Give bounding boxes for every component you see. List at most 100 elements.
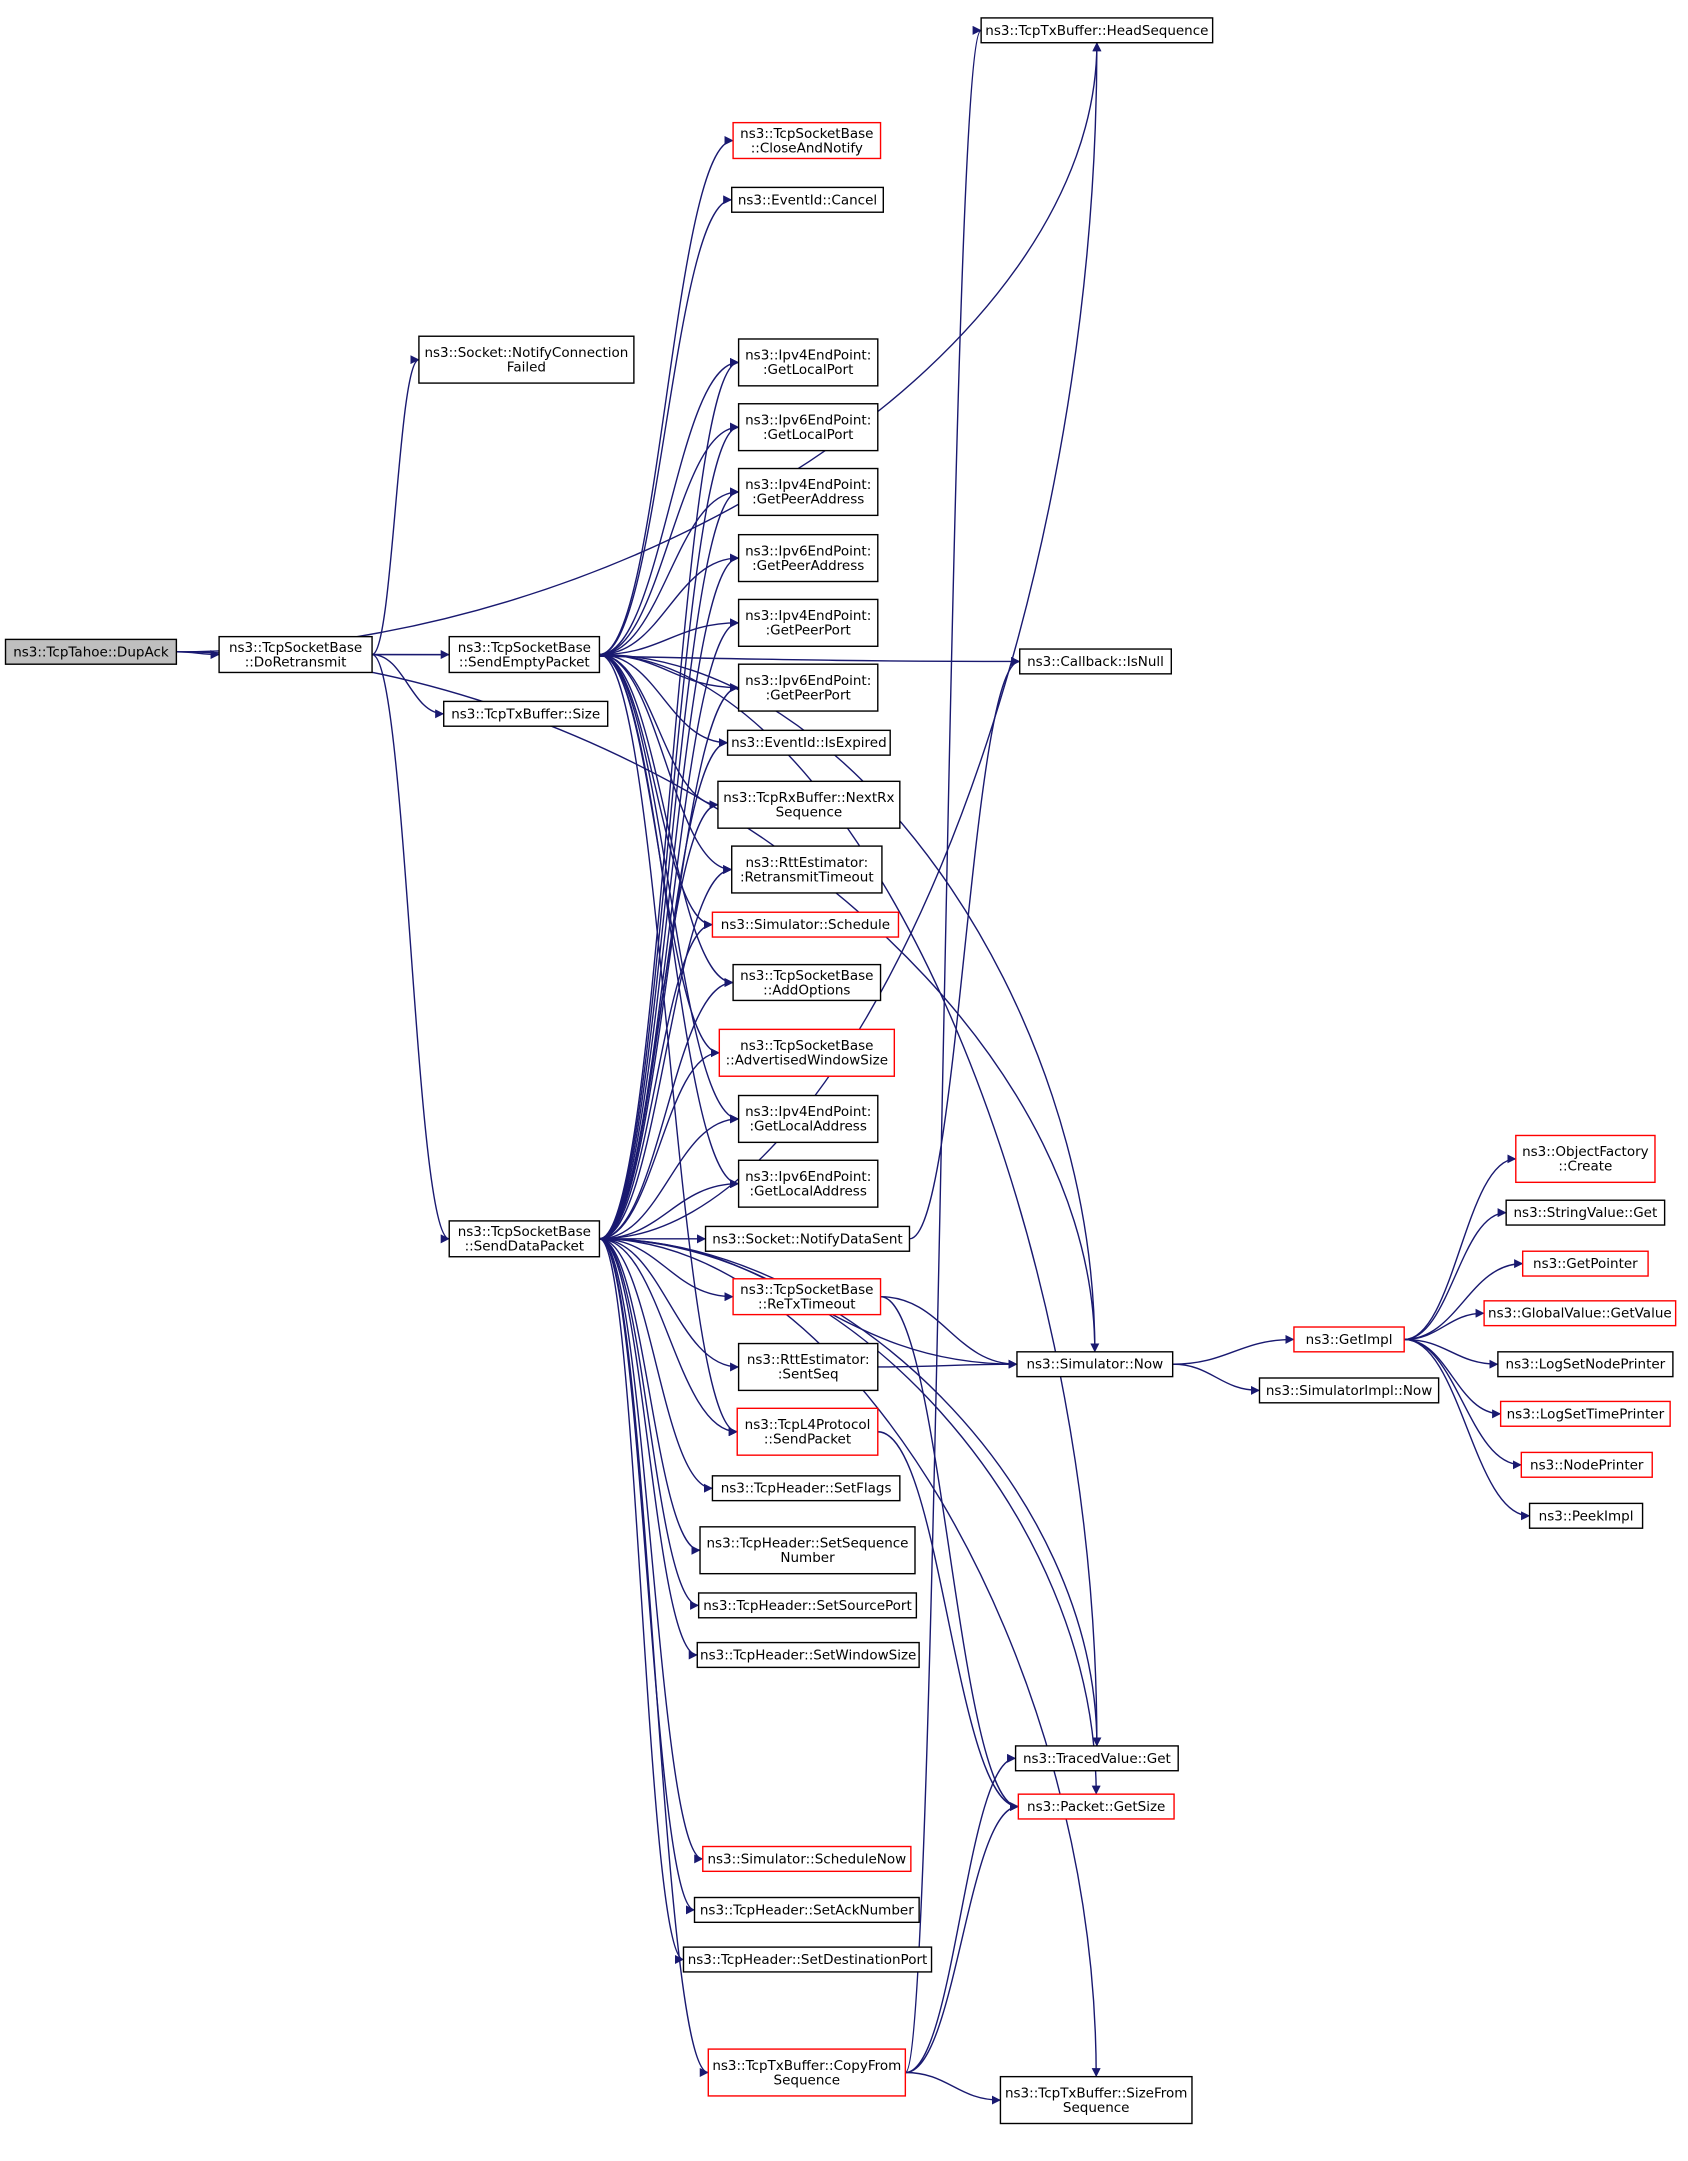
node-doretransmit[interactable]: ns3::TcpSocketBase::DoRetransmit — [218, 635, 373, 674]
node-peekimpl[interactable]: ns3::PeekImpl — [1528, 1502, 1644, 1529]
node-strvalget[interactable]: ns3::StringValue::Get — [1505, 1199, 1666, 1226]
edge-senddata-to-ip6localport — [599, 422, 740, 1240]
node-retxto[interactable]: ns3::TcpSocketBase::ReTxTimeout — [732, 1278, 882, 1316]
node-eventcancel-box — [731, 186, 884, 213]
node-txsize[interactable]: ns3::TcpTxBuffer::Size — [443, 700, 609, 727]
node-sentseq-box — [737, 1342, 879, 1392]
node-ip6peeraddr[interactable]: ns3::Ipv6EndPoint::GetPeerAddress — [737, 533, 879, 583]
node-getimpl[interactable]: ns3::GetImpl — [1293, 1326, 1405, 1353]
node-simnow[interactable]: ns3::Simulator::Now — [1016, 1351, 1174, 1378]
node-notifyconnfailed-label-line: Failed — [507, 359, 546, 375]
node-senddata-box — [448, 1220, 601, 1258]
node-notifydatasent-label-line: ns3::Socket::NotifyDataSent — [712, 1231, 902, 1247]
node-lognodeprinter[interactable]: ns3::LogSetNodePrinter — [1497, 1351, 1674, 1378]
edge-sendempty-to-ip4localaddr — [599, 653, 740, 1124]
edge-sendempty-to-schedule — [599, 653, 713, 930]
node-schedule[interactable]: ns3::Simulator::Schedule — [711, 911, 900, 938]
node-addoptions-box — [732, 963, 882, 1002]
node-strvalget-box — [1505, 1199, 1666, 1226]
edge-senddata-to-ip6peeraddr — [599, 553, 740, 1240]
node-getpointer[interactable]: ns3::GetPointer — [1521, 1250, 1649, 1277]
node-notifyconnfailed-label-line: ns3::Socket::NotifyConnection — [424, 345, 628, 361]
edge-senddata-to-sentseq — [599, 1238, 740, 1372]
node-nodeprinter-label-line: ns3::NodePrinter — [1530, 1457, 1644, 1473]
node-objfactory-label-line: ::Create — [1558, 1159, 1612, 1175]
edge-sendempty-to-retxtimeout — [599, 653, 733, 874]
node-isnull-box — [1019, 648, 1172, 675]
node-sentseq-label-line: :SentSeq — [778, 1367, 839, 1383]
node-ip6localport[interactable]: ns3::Ipv6EndPoint::GetLocalPort — [737, 403, 879, 452]
edge-senddata-to-addoptions — [599, 978, 734, 1240]
node-ip4localport-box — [737, 338, 879, 387]
node-setseqnum-label-line: Number — [780, 1550, 835, 1566]
node-dupack[interactable]: ns3::TcpTahoe::DupAck — [4, 638, 178, 665]
node-ip6peerport[interactable]: ns3::Ipv6EndPoint::GetPeerPort — [737, 663, 879, 712]
node-ip6peerport-label-line: :GetPeerPort — [766, 687, 851, 703]
node-notifyconnfailed-box — [418, 335, 635, 384]
node-getpointer-label-line: ns3::GetPointer — [1533, 1256, 1638, 1272]
node-senddata[interactable]: ns3::TcpSocketBase::SendDataPacket — [448, 1220, 601, 1258]
edge-sendempty-to-ip4localport — [599, 357, 740, 656]
node-advwin-box — [718, 1028, 896, 1077]
node-schednow[interactable]: ns3::Simulator::ScheduleNow — [702, 1845, 912, 1873]
node-ip4peerport[interactable]: ns3::Ipv4EndPoint::GetPeerPort — [737, 598, 879, 647]
node-isexpired[interactable]: ns3::EventId::IsExpired — [726, 729, 891, 756]
node-tracedget[interactable]: ns3::TracedValue::Get — [1014, 1745, 1179, 1772]
node-setseqnum-box — [699, 1526, 916, 1575]
node-sendempty[interactable]: ns3::TcpSocketBase::SendEmptyPacket — [448, 635, 601, 674]
edge-senddata-to-setdstport — [599, 1238, 684, 1964]
node-ip6localaddr[interactable]: ns3::Ipv6EndPoint::GetLocalAddress — [737, 1159, 879, 1208]
node-setsrcport[interactable]: ns3::TcpHeader::SetSourcePort — [697, 1592, 918, 1619]
node-schedule-box — [711, 911, 900, 938]
node-advwin[interactable]: ns3::TcpSocketBase::AdvertisedWindowSize — [718, 1028, 896, 1077]
edge-l4send-to-pktsize — [877, 1431, 1019, 1812]
edge-sendempty-to-ip6localaddr — [599, 653, 740, 1189]
node-ip4localaddr[interactable]: ns3::Ipv4EndPoint::GetLocalAddress — [737, 1094, 879, 1144]
node-setwinsize[interactable]: ns3::TcpHeader::SetWindowSize — [696, 1641, 920, 1669]
node-notifydatasent[interactable]: ns3::Socket::NotifyDataSent — [704, 1225, 911, 1252]
edge-senddata-to-schednow — [599, 1238, 704, 1864]
node-logtimeprinter[interactable]: ns3::LogSetTimePrinter — [1499, 1400, 1671, 1427]
node-objfactory[interactable]: ns3::ObjectFactory::Create — [1515, 1134, 1656, 1184]
node-sendempty-label-line: ::SendEmptyPacket — [459, 654, 590, 670]
node-setdstport[interactable]: ns3::TcpHeader::SetDestinationPort — [682, 1946, 933, 1973]
node-isnull[interactable]: ns3::Callback::IsNull — [1019, 648, 1172, 675]
node-pktsize[interactable]: ns3::Packet::GetSize — [1017, 1793, 1175, 1820]
node-lognodeprinter-label-line: ns3::LogSetNodePrinter — [1506, 1357, 1666, 1373]
node-globalval[interactable]: ns3::GlobalValue::GetValue — [1483, 1300, 1677, 1327]
node-addoptions[interactable]: ns3::TcpSocketBase::AddOptions — [732, 963, 882, 1002]
node-headseq[interactable]: ns3::TcpTxBuffer::HeadSequence — [980, 17, 1214, 44]
node-setacknum-box — [693, 1896, 920, 1924]
node-retxtimeout[interactable]: ns3::RttEstimator::RetransmitTimeout — [731, 845, 883, 894]
node-sendempty-box — [448, 635, 601, 674]
node-ip6localaddr-box — [737, 1159, 879, 1208]
node-nodeprinter[interactable]: ns3::NodePrinter — [1520, 1451, 1653, 1478]
node-retxto-label-line: ns3::TcpSocketBase — [740, 1282, 873, 1298]
edge-sendempty-to-simnow — [599, 653, 1100, 1353]
node-implnow[interactable]: ns3::SimulatorImpl::Now — [1258, 1377, 1440, 1404]
node-closenotify[interactable]: ns3::TcpSocketBase::CloseAndNotify — [732, 121, 882, 160]
node-ip4peeraddr-label-line: :GetPeerAddress — [752, 492, 864, 508]
node-setacknum[interactable]: ns3::TcpHeader::SetAckNumber — [693, 1896, 920, 1924]
node-eventcancel[interactable]: ns3::EventId::Cancel — [731, 186, 884, 213]
node-nextrx-box — [717, 780, 901, 829]
edge-senddata-to-schedule — [599, 920, 713, 1240]
node-ip4peeraddr[interactable]: ns3::Ipv4EndPoint::GetPeerAddress — [737, 467, 879, 517]
node-isnull-label-line: ns3::Callback::IsNull — [1027, 654, 1164, 670]
edge-sendempty-to-ip6peeraddr — [599, 553, 740, 656]
node-l4send[interactable]: ns3::TcpL4Protocol::SendPacket — [736, 1407, 879, 1456]
node-ip6peerport-box — [737, 663, 879, 712]
node-ip4localport[interactable]: ns3::Ipv4EndPoint::GetLocalPort — [737, 338, 879, 387]
edge-senddata-to-retxtimeout — [599, 865, 733, 1240]
node-simnow-label-line: ns3::Simulator::Now — [1026, 1357, 1163, 1373]
node-setdstport-box — [682, 1946, 933, 1973]
node-setflags[interactable]: ns3::TcpHeader::SetFlags — [711, 1475, 901, 1502]
node-isexpired-box — [726, 729, 891, 756]
node-senddata-label-line: ::SendDataPacket — [465, 1239, 585, 1255]
node-sentseq[interactable]: ns3::RttEstimator::SentSeq — [737, 1342, 879, 1392]
